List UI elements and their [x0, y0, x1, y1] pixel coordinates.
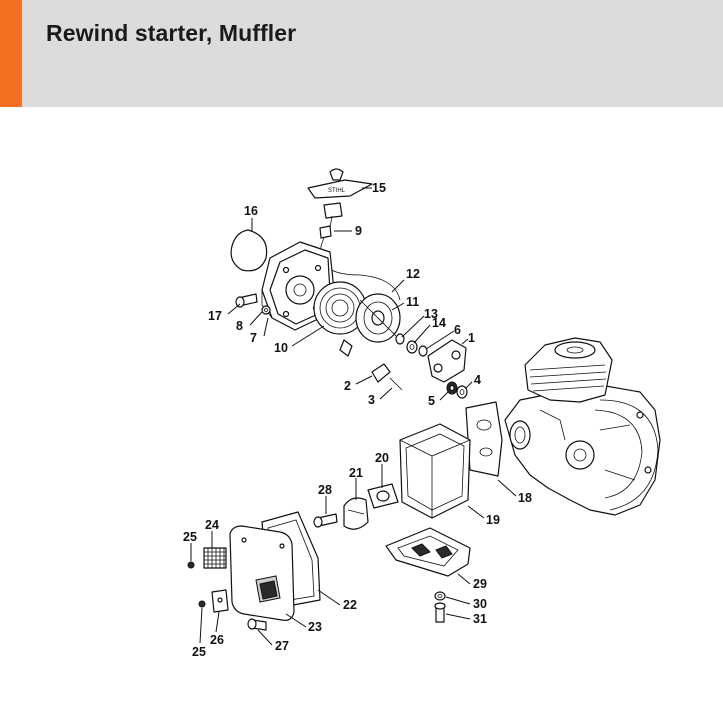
rotor-washer [395, 333, 428, 357]
callout-18: 18 [518, 491, 532, 505]
circlip-ring [230, 229, 268, 272]
callout-5: 5 [428, 394, 435, 408]
callout-11: 11 [406, 295, 419, 309]
callout-29: 29 [473, 577, 487, 591]
muffler-gasket [465, 401, 503, 477]
callout-23: 23 [308, 620, 322, 634]
accent-bar [0, 0, 22, 107]
muffler-cover [229, 525, 295, 621]
callout-3: 3 [368, 393, 375, 407]
callout-4: 4 [474, 373, 481, 387]
bracket-screw [198, 600, 206, 608]
callout-2: 2 [344, 379, 351, 393]
callout-17: 17 [208, 309, 222, 323]
heat-shield-screw [434, 591, 446, 623]
callout-labels: 15 16 9 12 11 13 14 6 1 17 8 7 10 2 3 4 … [183, 181, 532, 659]
screen-screw [187, 561, 195, 569]
callout-16: 16 [244, 204, 258, 218]
callout-26: 26 [210, 633, 224, 647]
callout-10: 10 [274, 341, 288, 355]
callout-28: 28 [318, 483, 332, 497]
callout-21: 21 [349, 466, 363, 480]
heat-shield [385, 527, 471, 577]
callout-30: 30 [473, 597, 487, 611]
rope-rotor [355, 293, 401, 343]
callout-31: 31 [473, 612, 487, 626]
callout-13: 13 [424, 307, 438, 321]
callout-8: 8 [236, 319, 243, 333]
grip-logo-text: STIHL [328, 188, 346, 194]
parts-diagram-svg: STIHL [183, 168, 661, 659]
callout-1: 1 [468, 331, 475, 345]
rewind-spring [313, 281, 367, 357]
exploded-parts-diagram: STIHL [0, 107, 723, 701]
spark-arrestor-screen [203, 547, 227, 569]
leader-lines [190, 187, 517, 646]
callout-14: 14 [432, 316, 446, 330]
callout-19: 19 [486, 513, 500, 527]
callout-7: 7 [250, 331, 257, 345]
engine-crankcase [504, 337, 661, 516]
callout-25-lower: 25 [192, 645, 206, 659]
callout-9: 9 [355, 224, 362, 238]
page-title: Rewind starter, Muffler [46, 20, 297, 46]
starter-grip: STIHL [307, 168, 373, 229]
callout-6: 6 [454, 323, 461, 337]
starter-pawl [371, 363, 403, 391]
page-header: Rewind starter, Muffler [0, 0, 723, 107]
muffler-spacer [367, 483, 399, 509]
fan-housing-screw [235, 293, 271, 315]
muffler-housing [399, 423, 471, 519]
pawl-carrier [427, 339, 467, 383]
callout-20: 20 [375, 451, 389, 465]
callout-27: 27 [275, 639, 289, 653]
callout-12: 12 [406, 267, 420, 281]
exhaust-deflector [343, 497, 369, 530]
pawl-carrier-washers [446, 381, 468, 399]
screen-bracket [211, 589, 229, 613]
callout-22: 22 [343, 598, 357, 612]
cover-screw [247, 618, 267, 631]
callout-25-upper: 25 [183, 530, 197, 544]
deflector-screw [313, 513, 338, 528]
callout-24: 24 [205, 518, 219, 532]
callout-15: 15 [372, 181, 386, 195]
